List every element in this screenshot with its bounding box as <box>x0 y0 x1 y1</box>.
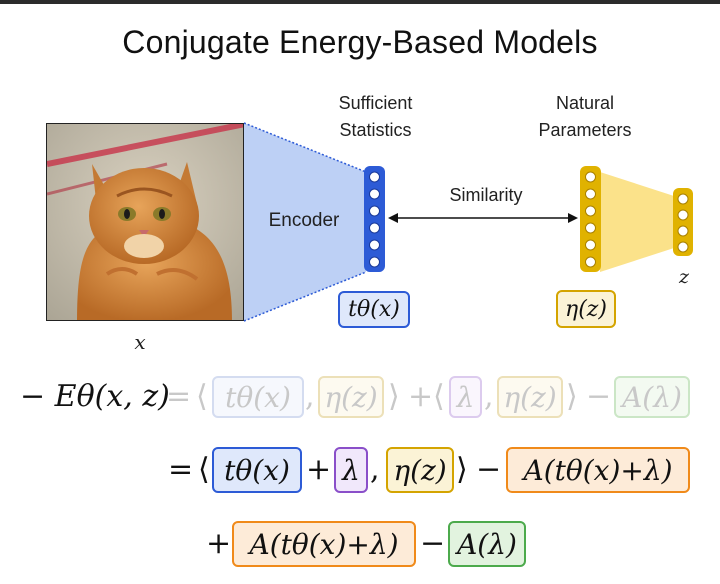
eq2-equals: = <box>168 452 194 487</box>
decoder-trapezoid <box>600 172 674 272</box>
sufficient-statistics-label: Sufficient Statistics <box>318 90 433 144</box>
encoder-label: Encoder <box>268 210 340 231</box>
eq1-minus: − <box>586 379 612 414</box>
cat-image <box>46 123 244 321</box>
eq2-plus: + <box>306 452 332 487</box>
eta-box: η(z) <box>556 290 616 328</box>
eq2-close: ⟩ <box>456 452 468 487</box>
eq3-a-sum-box: A(tθ(x)+λ) <box>232 521 416 567</box>
eq1-close1: ⟩ <box>388 379 400 414</box>
natural-parameters-label: Natural Parameters <box>520 90 650 144</box>
energy-lhs: − Eθ(x, z) <box>20 379 170 414</box>
eq1-open2: ⟨ <box>433 379 445 414</box>
slide-title: Conjugate Energy-Based Models <box>122 24 598 60</box>
eq1-equals: = <box>166 379 192 414</box>
eq1-t-box: tθ(x) <box>212 376 304 418</box>
eq2-open: ⟨ <box>198 452 210 487</box>
statistics-label: Statistics <box>339 120 412 140</box>
eq1-eta-box-1: η(z) <box>318 376 384 418</box>
top-border <box>0 0 720 4</box>
z-variable-label: z <box>678 266 689 288</box>
eq3-minus: − <box>420 526 446 561</box>
encoder-trapezoid <box>244 123 366 321</box>
eq1-comma1: , <box>305 379 315 414</box>
eq1-comma2: , <box>484 379 494 414</box>
eq3-a-lambda-box: A(λ) <box>448 521 526 567</box>
eq1-a-lambda-box: A(λ) <box>614 376 690 418</box>
eq2-comma: , <box>370 452 380 487</box>
latent-z-column <box>673 188 693 256</box>
eq2-lambda-box: λ <box>334 447 368 493</box>
similarity-label: Similarity <box>449 185 523 205</box>
diagram-graphics <box>243 122 693 322</box>
cat-illustration <box>47 124 243 320</box>
sufficient-label: Sufficient <box>338 93 413 113</box>
x-variable-label: x <box>134 330 146 354</box>
eq2-eta-box: η(z) <box>386 447 454 493</box>
eq1-open1: ⟨ <box>196 379 208 414</box>
natural-label: Natural <box>555 93 615 113</box>
eq1-plus: + <box>408 379 434 414</box>
parameters-label: Parameters <box>538 120 632 140</box>
eq2-t-box: tθ(x) <box>212 447 302 493</box>
eq3-plus: + <box>206 526 232 561</box>
eq1-eta-box-2: η(z) <box>497 376 563 418</box>
eq2-minus: − <box>476 452 502 487</box>
t-theta-box: tθ(x) <box>338 291 410 328</box>
eq2-a-sum-box: A(tθ(x)+λ) <box>506 447 690 493</box>
eq1-lambda-box: λ <box>449 376 482 418</box>
eq1-close2: ⟩ <box>566 379 578 414</box>
